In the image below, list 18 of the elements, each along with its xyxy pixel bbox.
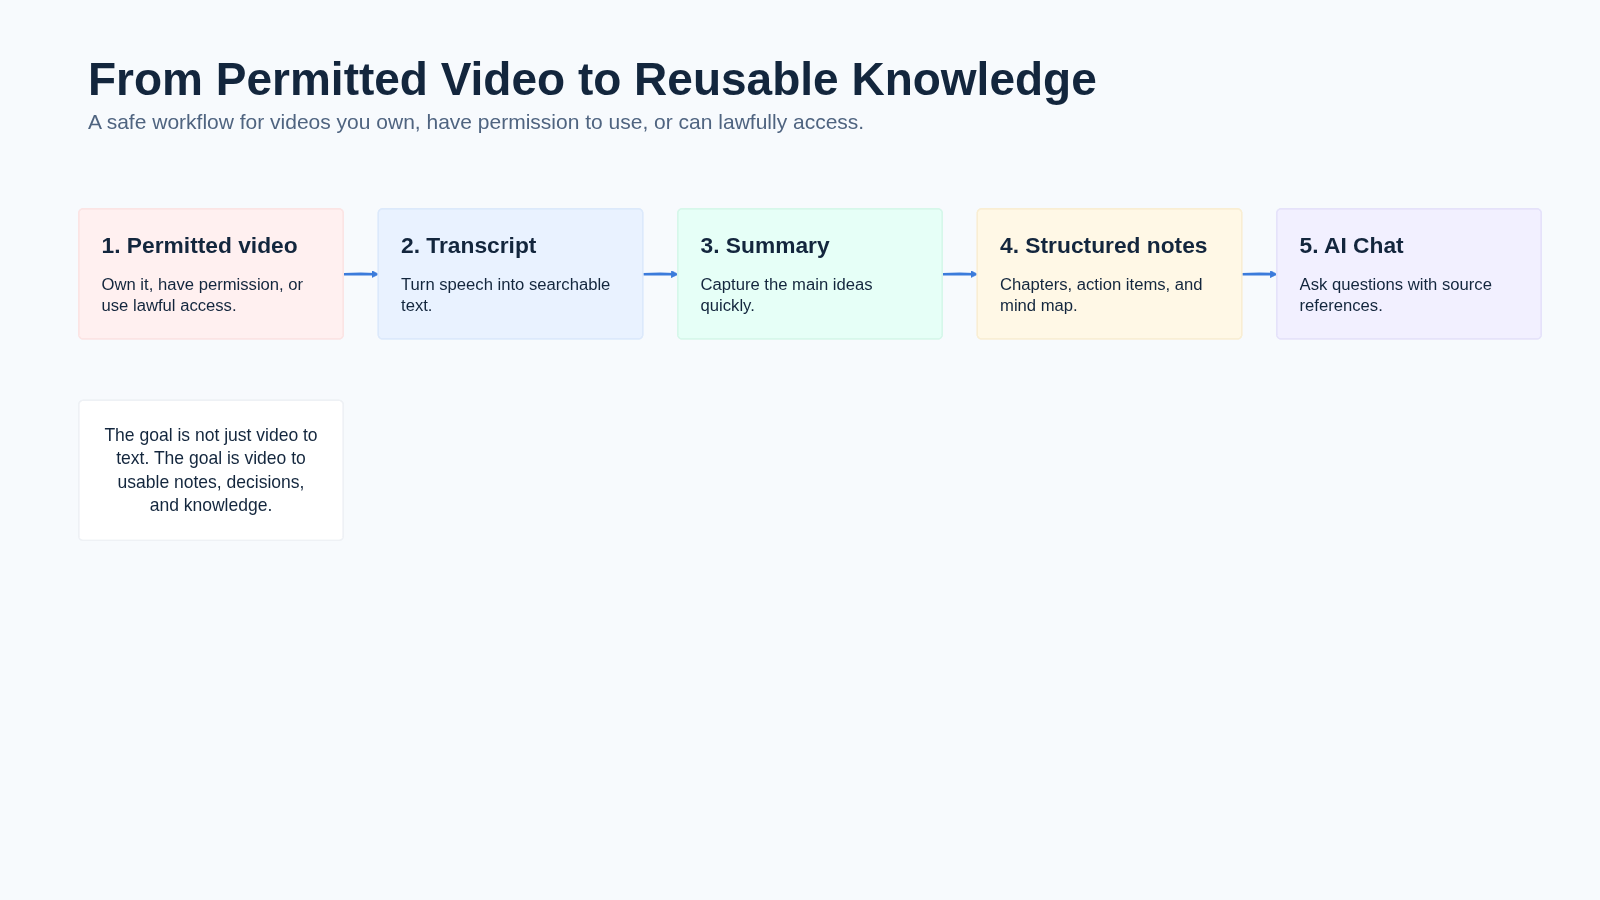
- step-card: [1276, 208, 1542, 340]
- step-title: 3. Summary: [700, 231, 831, 259]
- step-description: Capture the main ideas quickly.: [700, 274, 874, 317]
- step-description: Ask questions with source references.: [1299, 274, 1493, 317]
- note-text: The goal is not just video to text. The goal is video to usable notes, decisions, and knowledge.: [103, 423, 319, 517]
- step-title: 2. Transcript: [401, 231, 538, 259]
- step-card: [377, 208, 644, 340]
- subtitle: A safe workflow for videos you own, have permission to use, or can lawfully access.: [88, 110, 865, 134]
- step-card: [78, 208, 344, 340]
- step-title: 4. Structured notes: [1000, 231, 1209, 259]
- step-description: Own it, have permission, or use lawful access.: [101, 274, 305, 317]
- title: From Permitted Video to Reusable Knowledge: [88, 52, 1097, 106]
- step-card: [976, 208, 1243, 340]
- step-card: [677, 208, 943, 340]
- step-title: 1. Permitted video: [101, 231, 299, 259]
- step-description: Chapters, action items, and mind map.: [1000, 274, 1204, 317]
- step-title: 5. AI Chat: [1299, 231, 1405, 259]
- step-description: Turn speech into searchable text.: [401, 274, 612, 317]
